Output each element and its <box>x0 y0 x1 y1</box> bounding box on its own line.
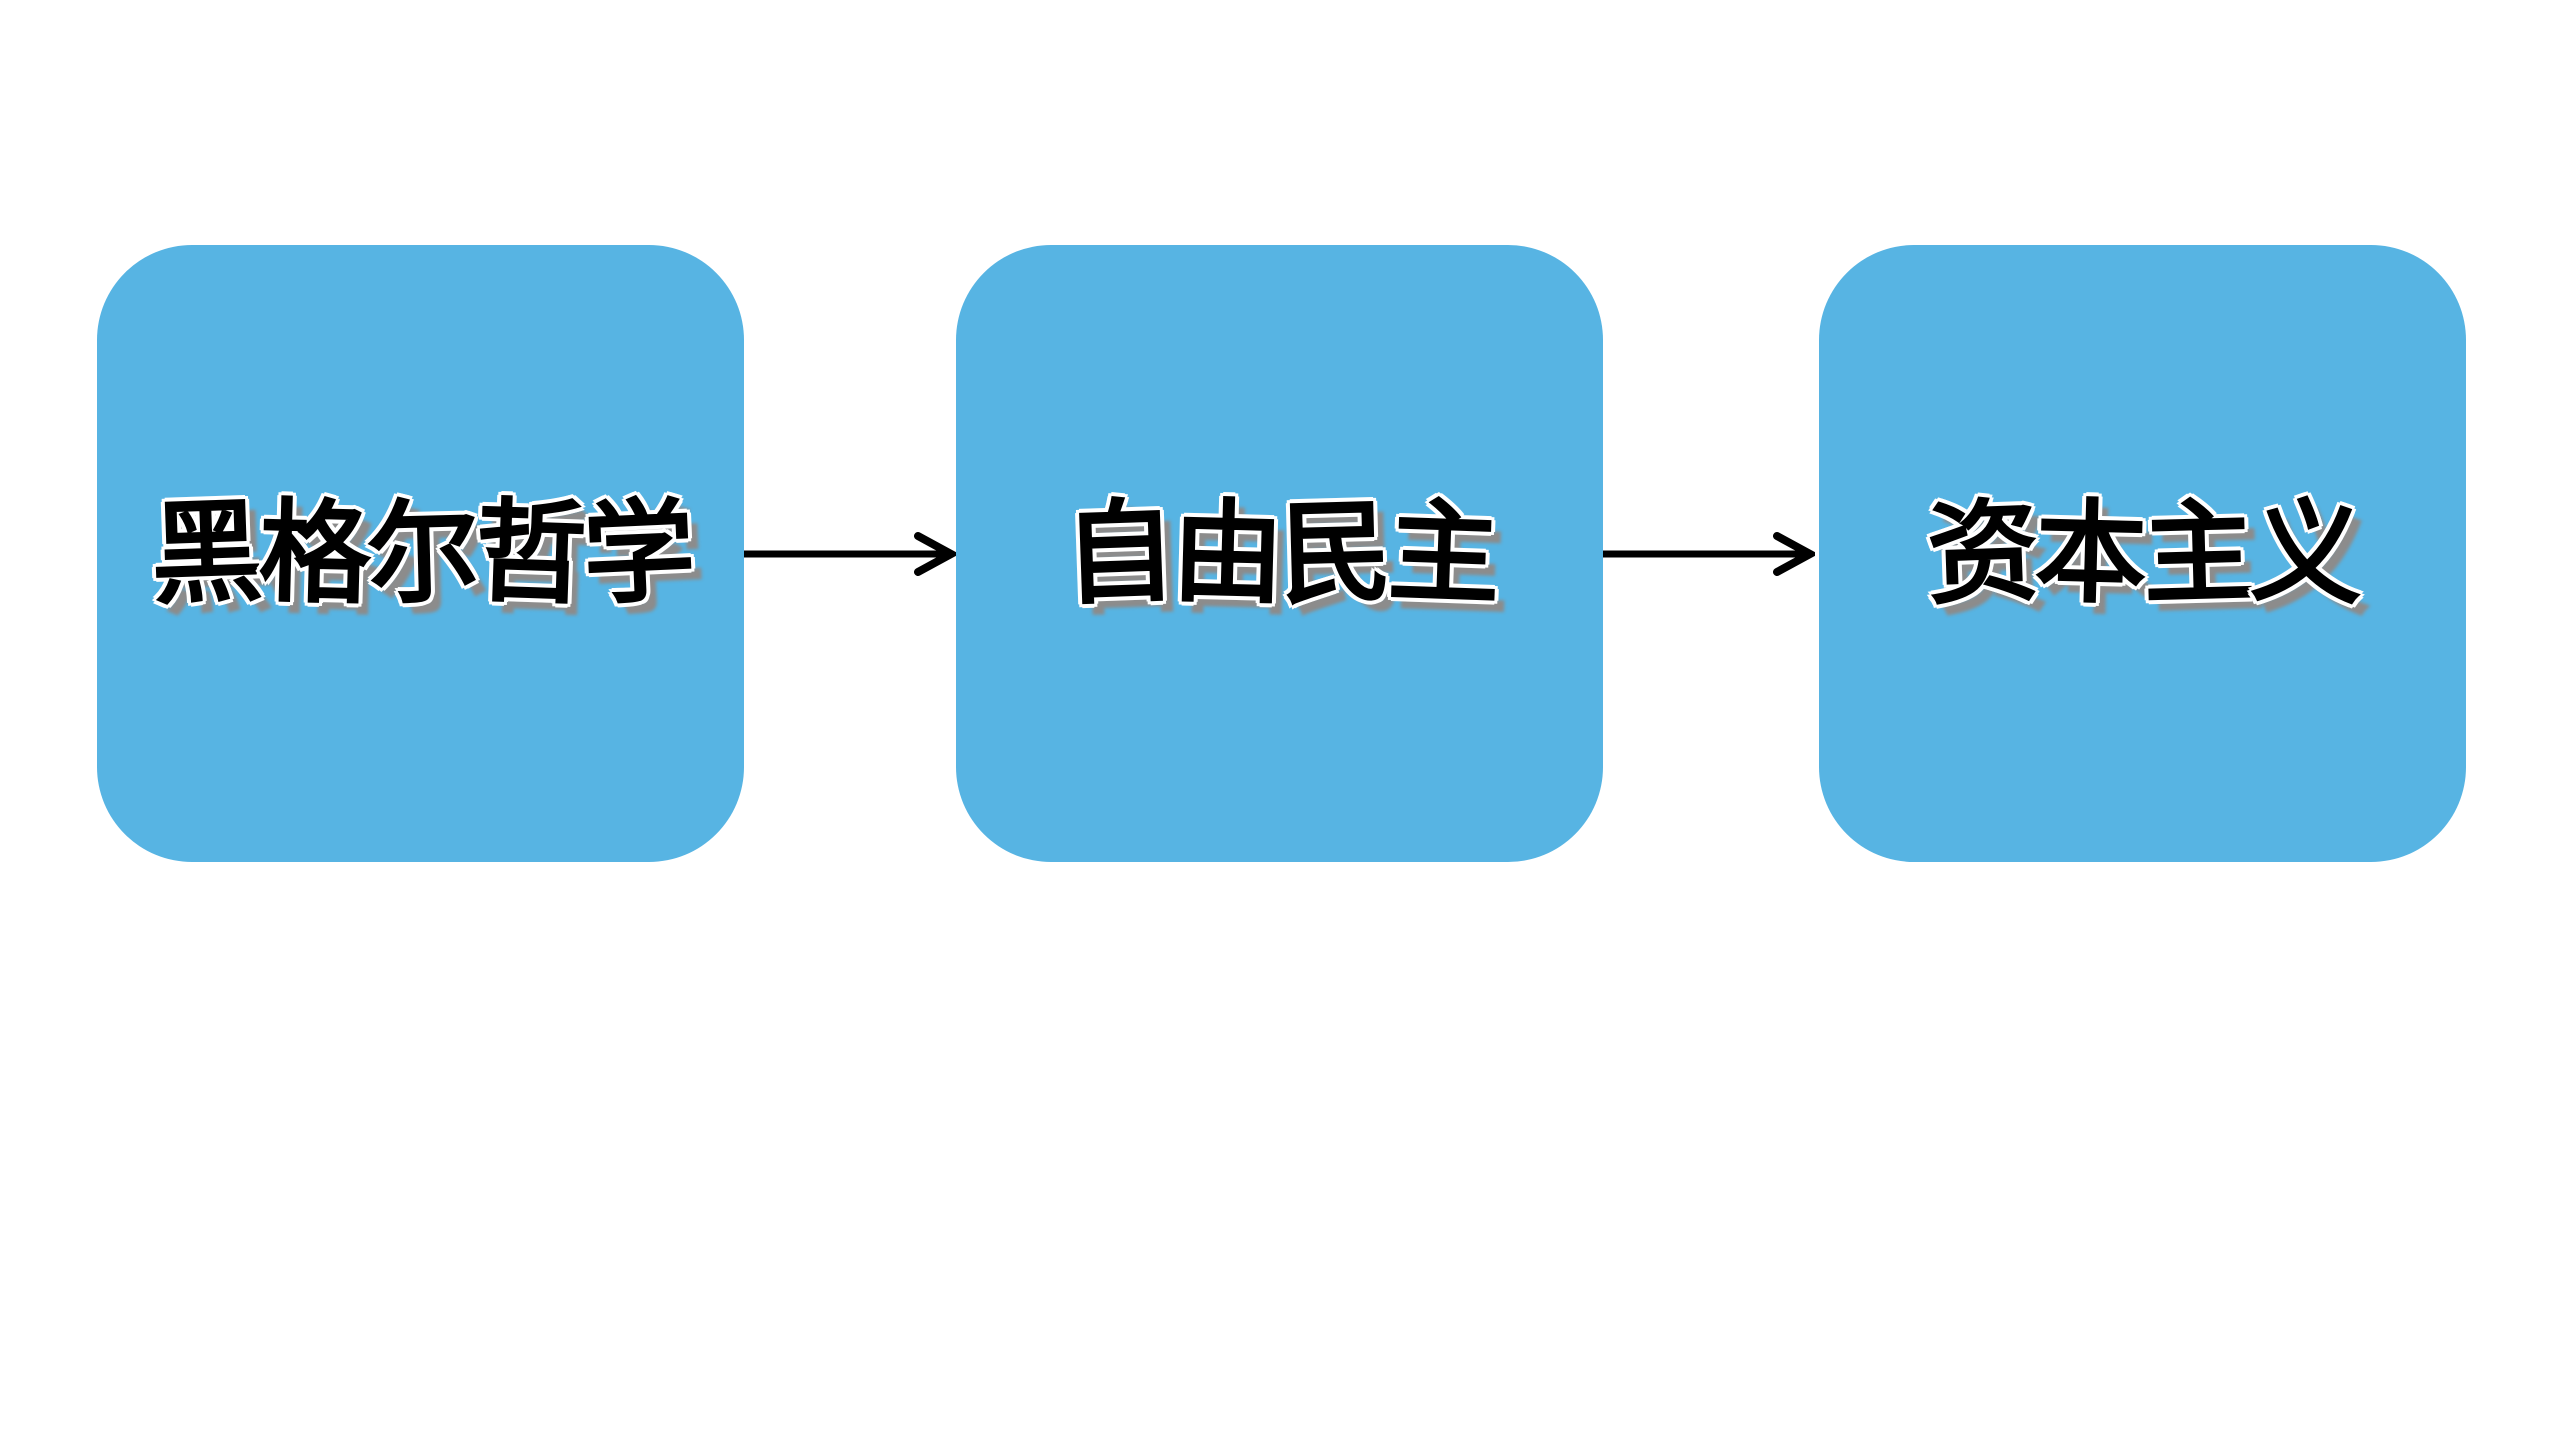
label-character: 本 <box>2032 487 2149 620</box>
node-liberal-democracy[interactable]: 自由民主 <box>956 245 1603 862</box>
arrow-head-icon <box>1773 532 1815 576</box>
label-character: 哲 <box>472 486 589 621</box>
node-capitalism-label: 资本主义 <box>1924 486 2364 621</box>
node-capitalism[interactable]: 资本主义 <box>1819 245 2466 862</box>
label-character: 尔 <box>364 487 481 620</box>
node-liberal-democracy-label: 自由民主 <box>1061 486 1501 621</box>
node-hegel-philosophy[interactable]: 黑格尔哲学 <box>97 245 744 862</box>
label-character: 主 <box>2140 487 2257 620</box>
label-character: 黑 <box>148 486 265 621</box>
label-character: 主 <box>1385 486 1502 621</box>
label-character: 由 <box>1169 487 1286 620</box>
node-hegel-philosophy-label: 黑格尔哲学 <box>148 486 697 621</box>
label-character: 义 <box>2248 486 2365 621</box>
connector-arrow-2[interactable] <box>1603 509 1815 599</box>
connector-arrow-1[interactable] <box>744 509 956 599</box>
label-character: 格 <box>256 487 373 620</box>
label-character: 自 <box>1061 486 1178 621</box>
arrow-head-icon <box>914 532 956 576</box>
label-character: 学 <box>579 486 698 621</box>
label-character: 资 <box>1924 486 2041 621</box>
label-character: 民 <box>1277 487 1394 620</box>
